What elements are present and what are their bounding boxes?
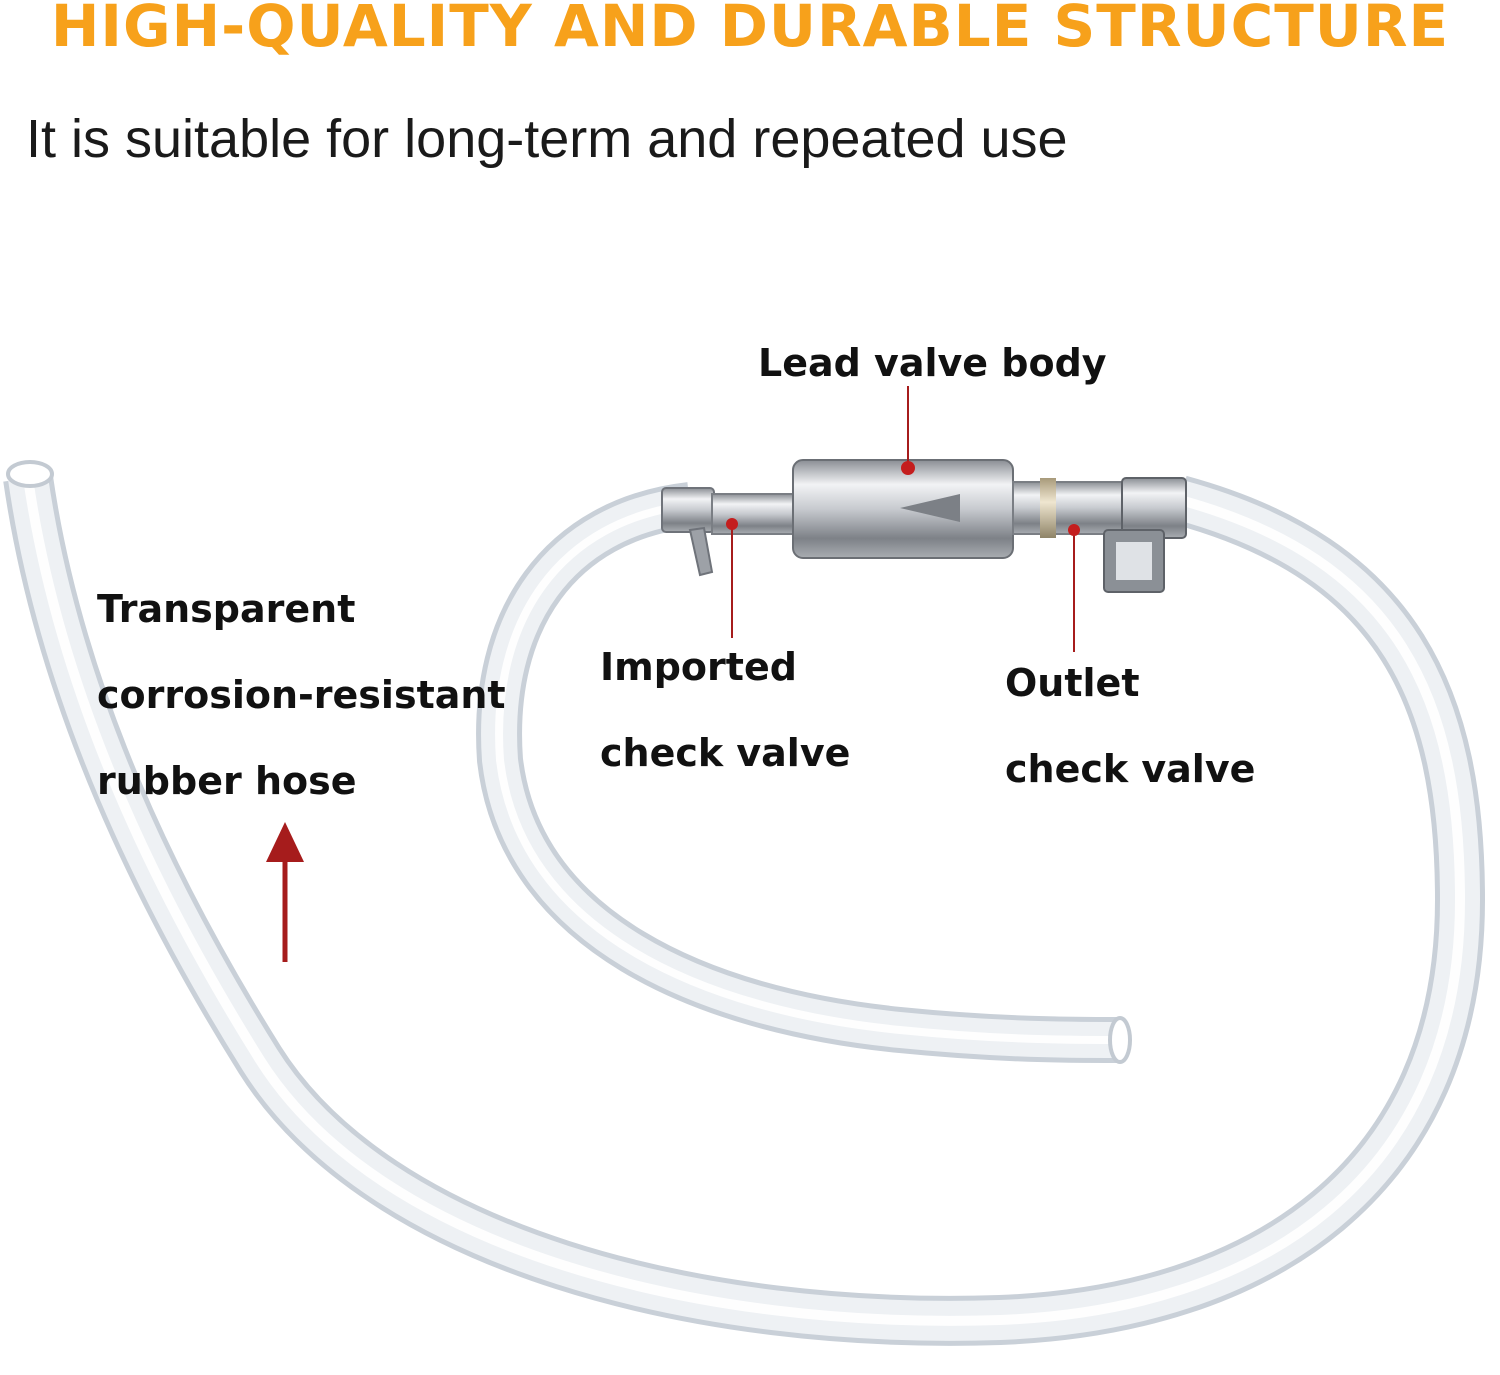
outlet-label-line-2: check valve — [1005, 747, 1256, 791]
lead-valve-body — [792, 459, 1014, 559]
inlet-check-valve — [711, 493, 798, 535]
hose-label-line-3: rubber hose — [97, 759, 357, 803]
inlet-hose-clamp — [661, 487, 715, 577]
outlet-check-valve — [1012, 478, 1124, 538]
inlet-label-line-1: Imported — [600, 645, 797, 689]
hose-callout-arrow — [266, 822, 304, 962]
outlet-label-line-1: Outlet — [1005, 661, 1140, 705]
page-subtitle: It is suitable for long-term and repeate… — [26, 109, 1068, 169]
inlet-label-line-2: check valve — [600, 731, 851, 775]
callout-line-outlet — [1068, 524, 1080, 652]
callout-line-valve-body — [901, 386, 915, 475]
hose-label-line-2: corrosion-resistant — [97, 673, 506, 717]
long-hose — [3, 460, 1486, 1346]
outlet-hose-clamp — [1103, 477, 1187, 593]
valve-body-label: Lead valve body — [758, 341, 1107, 385]
callout-line-inlet — [726, 518, 738, 638]
page-title: HIGH-QUALITY AND DURABLE STRUCTURE — [50, 0, 1450, 60]
hose-label-line-1: Transparent — [97, 587, 356, 631]
short-hose — [476, 482, 1132, 1064]
